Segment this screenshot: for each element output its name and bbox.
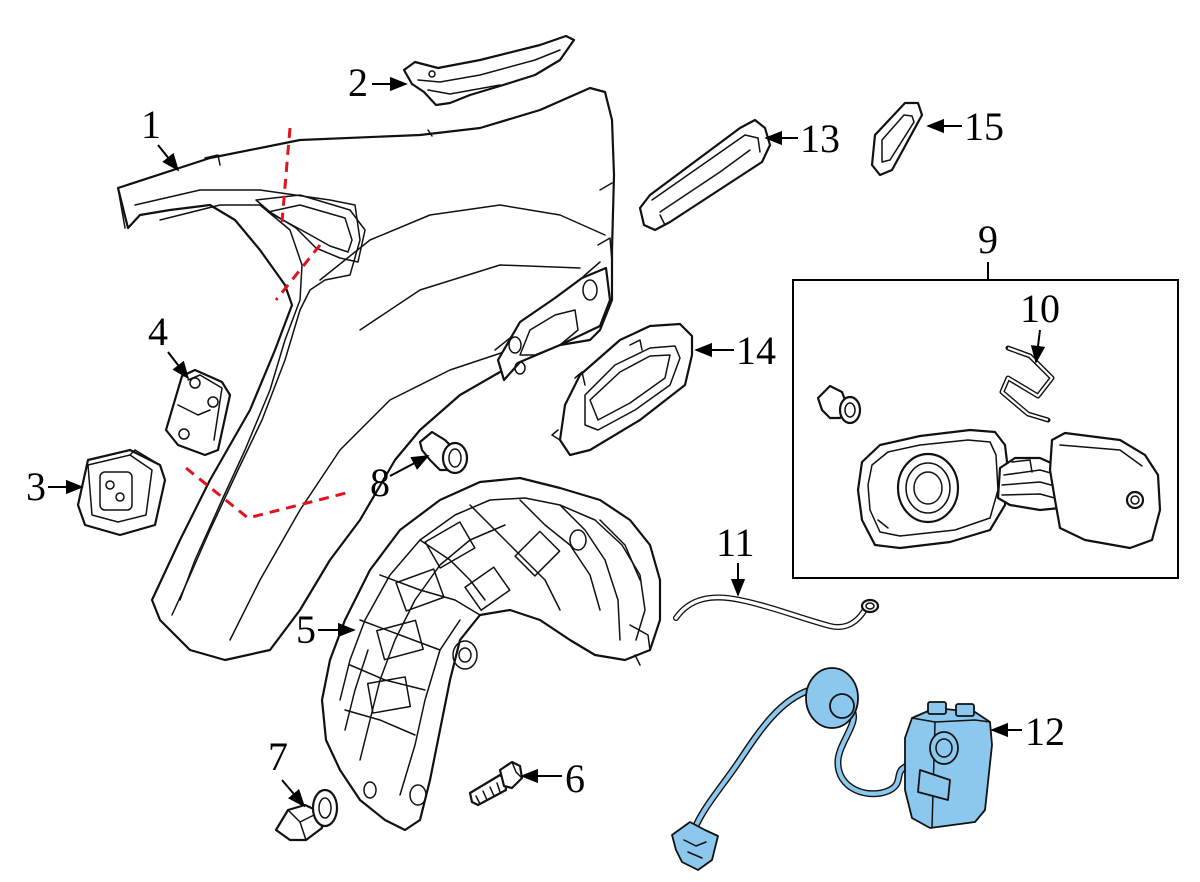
fuel-door-housing-part (551, 322, 694, 457)
svg-text:14: 14 (736, 328, 776, 373)
svg-text:6: 6 (565, 756, 585, 801)
svg-text:11: 11 (716, 520, 755, 565)
push-clip-part (418, 430, 469, 475)
svg-text:3: 3 (26, 464, 46, 509)
svg-text:7: 7 (268, 734, 288, 779)
wheelhouse-liner-part (320, 476, 662, 832)
svg-text:4: 4 (148, 309, 168, 354)
callout-9: 9 (978, 217, 998, 262)
callout-14: 14 (694, 328, 776, 373)
spring-part (999, 345, 1055, 423)
svg-text:1: 1 (141, 102, 161, 147)
mount-cover-part (76, 448, 167, 537)
callout-2: 2 (348, 60, 408, 105)
callout-3: 3 (26, 464, 84, 509)
svg-text:9: 9 (978, 217, 998, 262)
callout-8: 8 (370, 455, 430, 505)
svg-text:15: 15 (964, 104, 1004, 149)
fuel-door-actuator-part (671, 667, 993, 871)
callout-10: 10 (1020, 286, 1060, 364)
reinforcement-bracket-part (402, 34, 576, 107)
seal-part (870, 101, 924, 177)
callout-13: 13 (764, 116, 840, 161)
callout-15: 15 (926, 104, 1004, 149)
bracket-part (164, 368, 232, 457)
callout-7: 7 (268, 734, 306, 808)
callout-12: 12 (990, 709, 1065, 754)
svg-text:2: 2 (348, 60, 368, 105)
drain-tube-part (673, 594, 880, 630)
trim-molding-part (638, 118, 772, 232)
callout-11: 11 (716, 520, 755, 597)
fuel-door-clip-part (816, 384, 862, 425)
svg-text:13: 13 (800, 116, 840, 161)
svg-text:12: 12 (1025, 709, 1065, 754)
callout-4: 4 (148, 309, 190, 380)
bolt-part (468, 760, 524, 807)
quarter-panel-part (116, 86, 616, 662)
cut-lines (185, 127, 351, 520)
nut-clip-part (274, 788, 339, 842)
callout-6: 6 (520, 756, 585, 801)
svg-text:8: 8 (370, 460, 390, 505)
callout-5: 5 (296, 607, 356, 652)
svg-text:5: 5 (296, 607, 316, 652)
callout-1: 1 (141, 102, 180, 172)
fuel-door-assembly-box (792, 262, 1179, 579)
fuel-door-part (856, 428, 1162, 550)
svg-text:10: 10 (1020, 286, 1060, 331)
